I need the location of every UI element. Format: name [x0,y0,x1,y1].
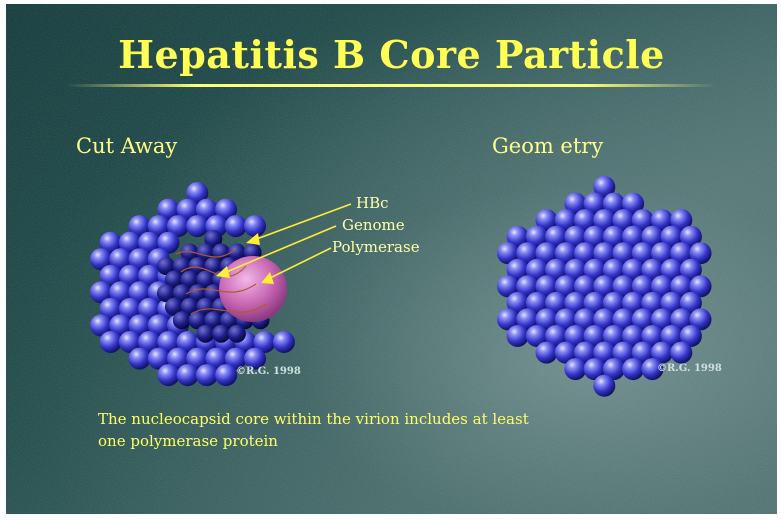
caption-line-1: The nucleocapsid core within the virion … [98,408,578,430]
capsid-sphere [670,342,692,364]
slide: Hepatitis B Core Particle Cut Away Geom … [6,4,777,514]
caption-line-2: one polymerase protein [98,430,578,452]
capsid-sphere [536,342,558,364]
capsid-sphere [507,325,529,347]
capsid-sphere [622,358,644,380]
capsid-sphere [593,375,615,397]
copyright-right: ©R.G. 1998 [657,363,722,374]
capsid-sphere [564,358,586,380]
caption: The nucleocapsid core within the virion … [98,408,578,452]
copyright-left: ©R.G. 1998 [236,366,301,377]
